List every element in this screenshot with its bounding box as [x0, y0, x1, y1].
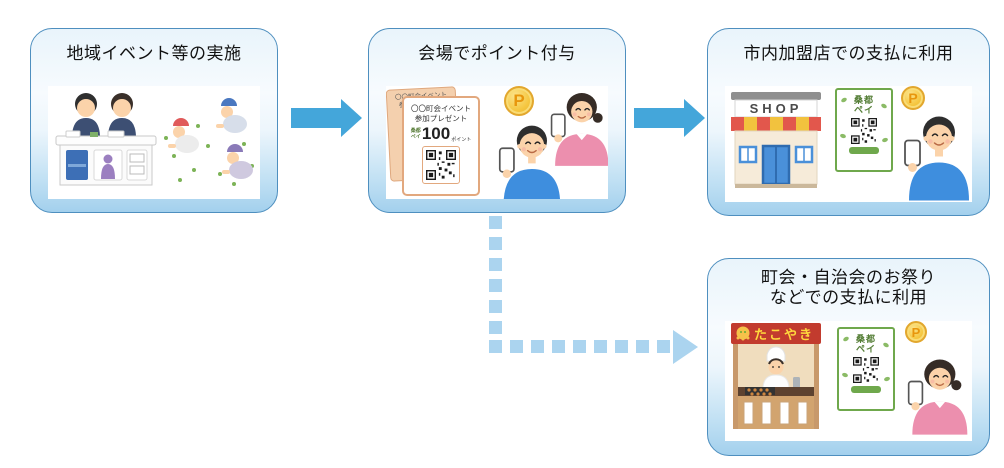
event-flyer: 〇〇町会イベント 参加プレゼント 桑都 ペイ 100 ポイント: [402, 96, 480, 196]
step1-illustration: [48, 86, 260, 199]
arrow-step2-to-step3: [634, 99, 706, 137]
point-coin-icon: P: [901, 86, 925, 110]
qr-code-icon: [426, 150, 456, 181]
points-value: 100: [421, 124, 451, 144]
qr-code-icon: [851, 117, 877, 144]
payment-poster: 桑都 ペイ: [835, 88, 893, 172]
step4-box: 町会・自治会のお祭り などでの支払に利用 たこやき: [707, 258, 990, 456]
shop-sign-text: SHOP: [750, 101, 803, 116]
woman-with-phone-icon: [907, 359, 968, 435]
poster-brand: 桑都 ペイ: [855, 334, 876, 355]
flyer-brand: 桑都 ペイ: [410, 128, 421, 140]
step2-illustration: 〇〇町会イベント 参加プレゼント 〇〇町会イベント 参加プレゼント 桑都 ペイ …: [386, 86, 608, 199]
boy-with-phone-icon: [498, 125, 560, 199]
cook-icon: [762, 346, 790, 390]
arrow-step2-to-step4-horizontal: [489, 340, 673, 353]
step4-title: 町会・自治会のお祭り などでの支払に利用: [761, 268, 936, 308]
flyer-points: 桑都 ペイ 100 ポイント: [411, 125, 471, 143]
octopus-icon: [736, 326, 750, 341]
cleanup-volunteers-icon: [164, 98, 254, 186]
reception-desk-icon: [55, 93, 157, 186]
flyer-title: 〇〇町会イベント: [411, 104, 471, 113]
step1-box: 地域イベント等の実施: [30, 28, 278, 213]
takoyaki-stall-icon: たこやき: [731, 323, 821, 429]
points-unit: ポイント: [451, 137, 472, 144]
step3-title: 市内加盟店での支払に利用: [743, 44, 954, 63]
step4-illustration: たこやき: [725, 321, 972, 441]
step2-title: 会場でポイント付与: [418, 44, 576, 63]
poster-brand: 桑都 ペイ: [853, 95, 874, 116]
qr-code-icon: [853, 356, 879, 383]
arrow-step2-to-step4-vertical: [489, 216, 502, 346]
man-with-phone-icon: [904, 116, 969, 201]
step1-title: 地域イベント等の実施: [66, 44, 242, 63]
point-coin-icon: P: [504, 86, 534, 116]
poster-badge: [851, 385, 881, 393]
step2-box: 会場でポイント付与 〇〇町会イベント 参加プレゼント 〇〇町会イベント 参加プレ…: [368, 28, 626, 213]
arrow-step2-to-step4-head: [673, 330, 698, 364]
step3-box: 市内加盟店での支払に利用 SHOP: [707, 28, 990, 216]
poster-badge: [849, 146, 879, 154]
flyer-qr-frame: [422, 146, 460, 185]
stall-sign-text: たこやき: [754, 327, 814, 342]
flyer-subtitle: 参加プレゼント: [414, 114, 468, 124]
shop-icon: SHOP: [731, 92, 821, 188]
step3-illustration: SHOP: [725, 86, 972, 202]
community-event-illustration: [55, 93, 254, 186]
arrow-step1-to-step2: [291, 99, 363, 137]
point-coin-icon: P: [905, 321, 927, 343]
woman-with-phone-icon: [550, 93, 608, 166]
payment-poster: 桑都 ペイ: [837, 327, 895, 411]
